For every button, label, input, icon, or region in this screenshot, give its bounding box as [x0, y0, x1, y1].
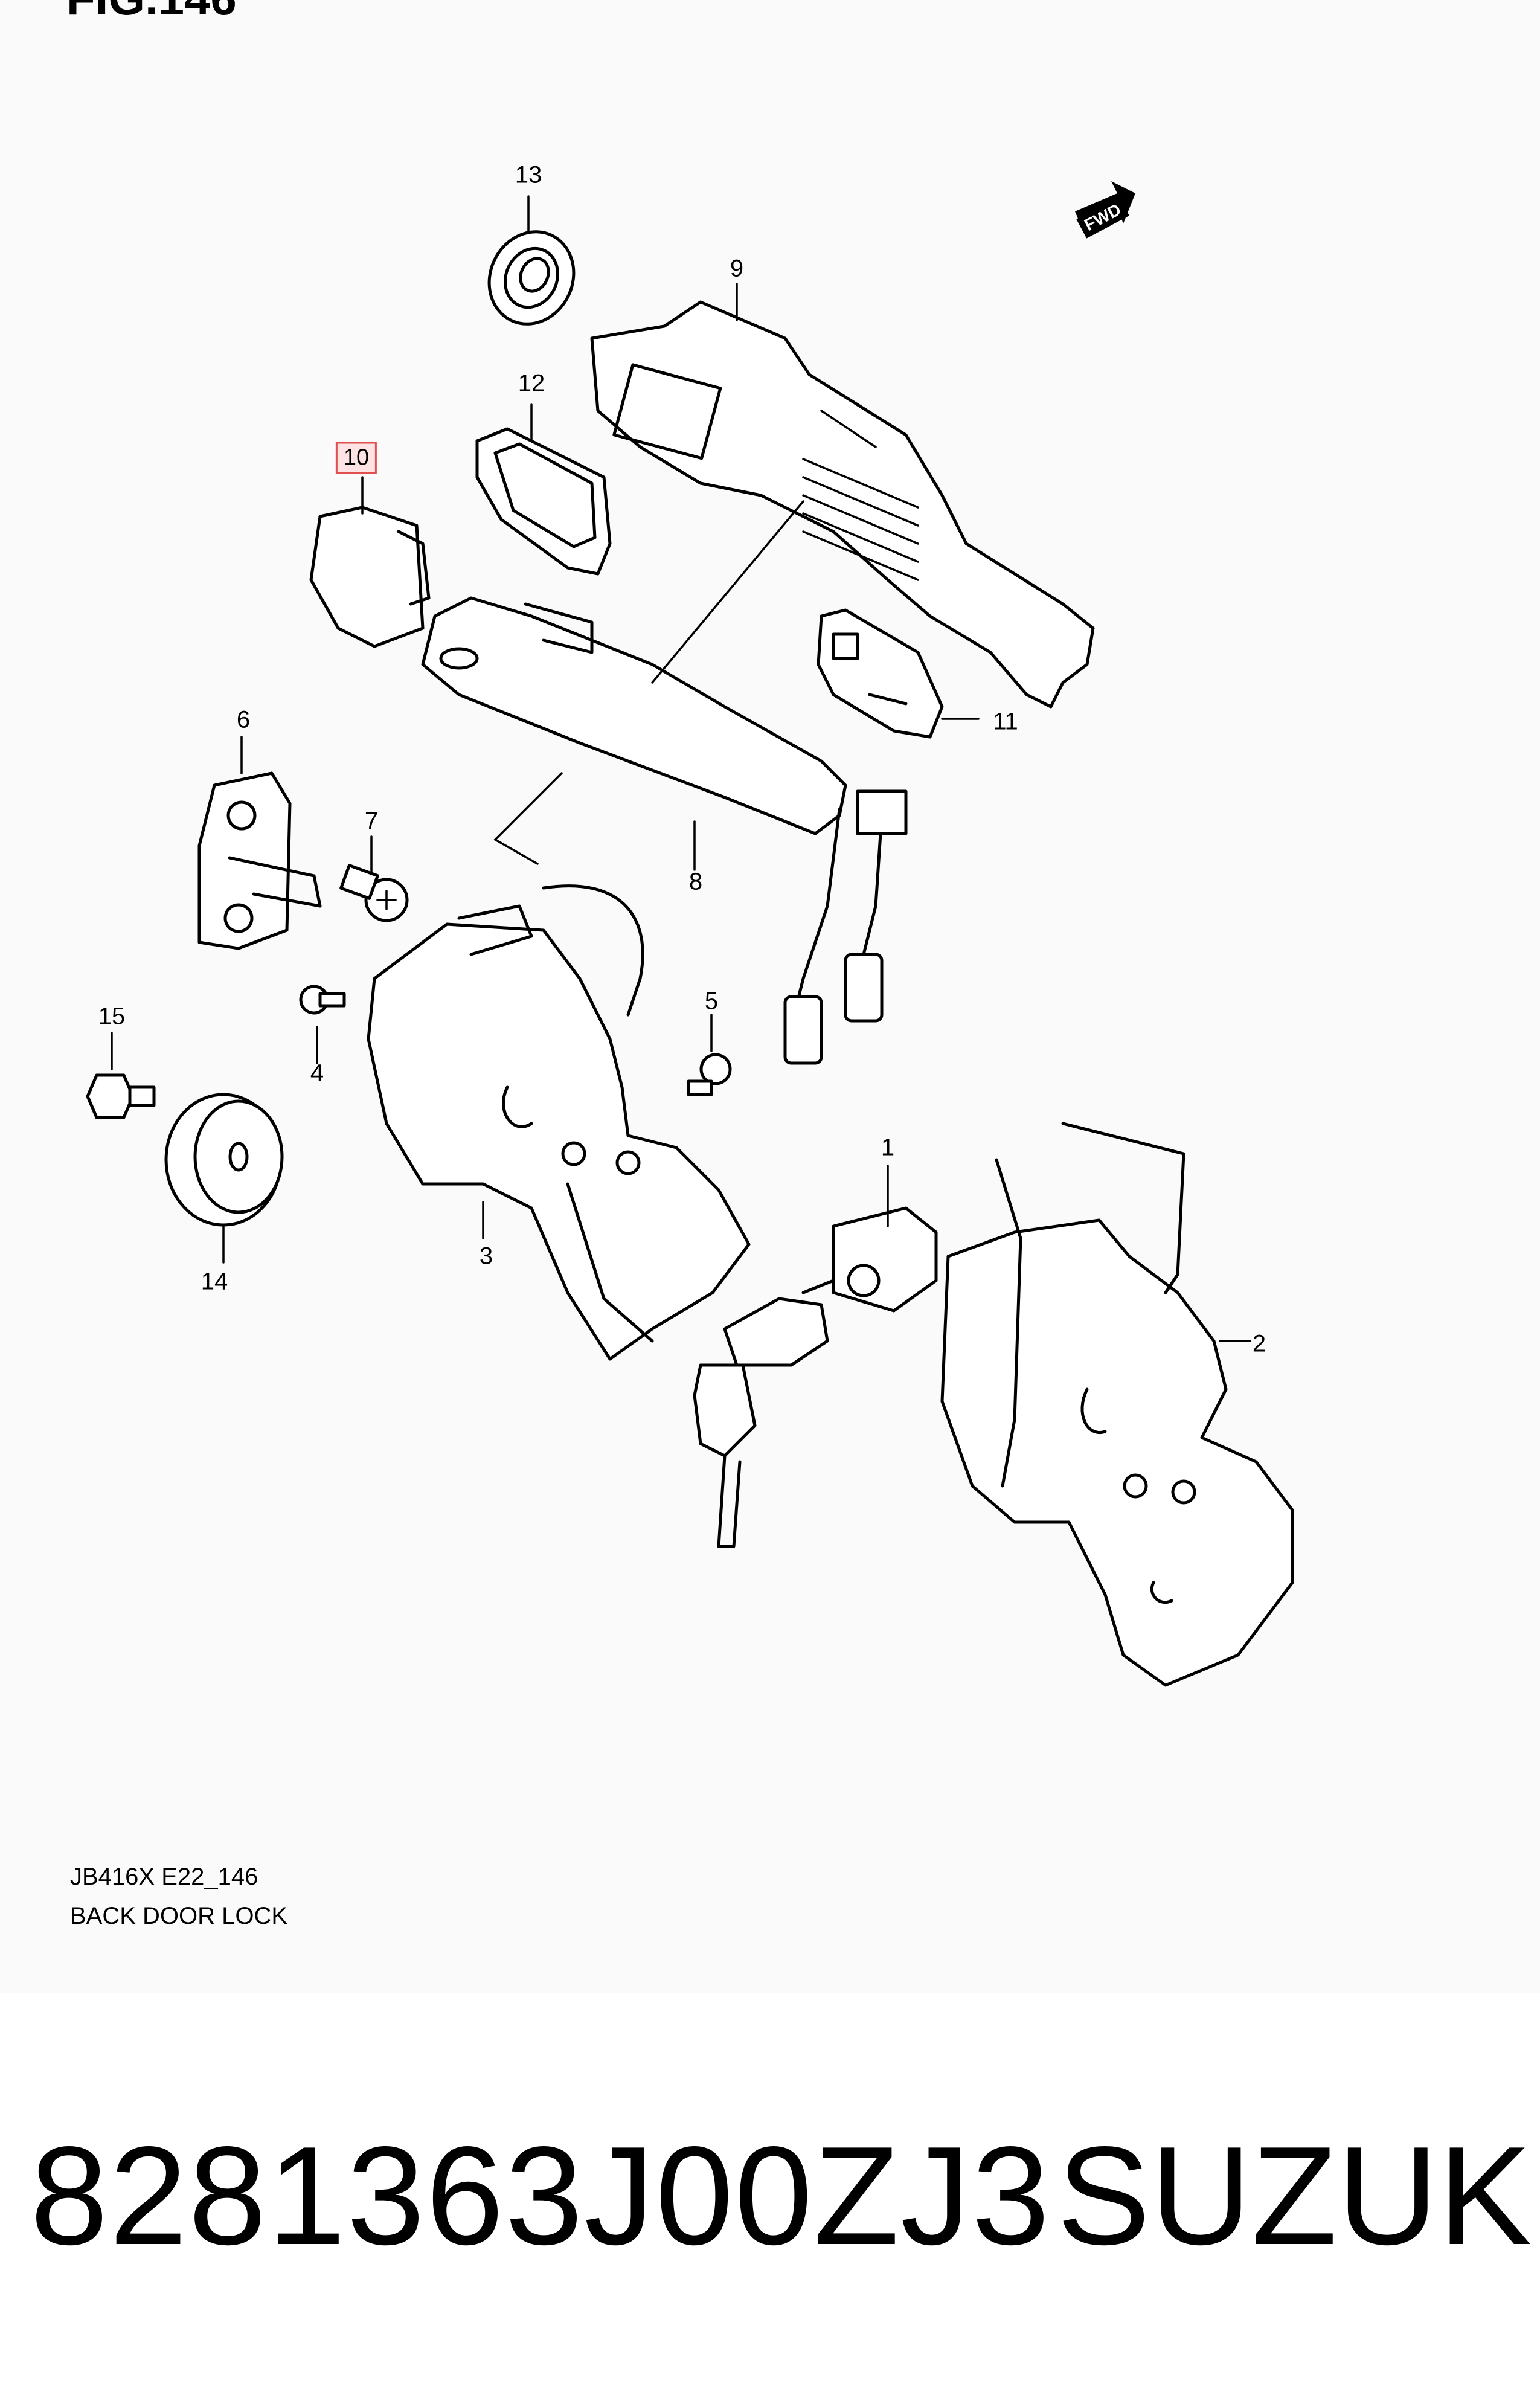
part-1-lock-cylinder: [693, 1206, 938, 1548]
leader-lines: [111, 195, 1251, 1342]
callout-2: 2: [1252, 1330, 1266, 1357]
part-number: 8281363J00ZJ3: [30, 2118, 1051, 2274]
diagram-drawing: [86, 181, 1294, 1687]
diagram-title: BACK DOOR LOCK: [70, 1903, 288, 1929]
parts-diagram: [86, 181, 1294, 1687]
part-7-screw: [339, 864, 409, 922]
part-footer: [0, 1993, 1540, 2392]
part-12-gasket: [475, 427, 612, 576]
diagram-code: JB416X E22_146: [70, 1863, 258, 1890]
callout-1: 1: [881, 1134, 895, 1161]
part-9-handle-base: [590, 300, 1095, 709]
callout-12: 12: [518, 370, 545, 397]
brand-name: SUZUKI: [1057, 2118, 1540, 2274]
part-15-bolt: [86, 1073, 156, 1119]
callout-15: 15: [98, 1003, 126, 1030]
part-8-outer-handle: [421, 596, 908, 1065]
callout-10: 10: [335, 442, 377, 474]
part-14-bumper: [164, 1093, 284, 1227]
part-5-screw: [687, 1053, 732, 1096]
callout-9: 9: [730, 255, 744, 282]
callout-8: 8: [688, 868, 703, 895]
callout-5: 5: [704, 988, 719, 1015]
callout-3: 3: [479, 1243, 493, 1270]
part-4-screw: [299, 985, 346, 1015]
callout-11: 11: [993, 708, 1018, 735]
callout-14: 14: [201, 1268, 228, 1295]
callout-6: 6: [236, 706, 251, 733]
part-13-grommet: [487, 230, 576, 326]
callout-7: 7: [364, 808, 379, 835]
callout-13: 13: [515, 161, 542, 188]
part-3-latch: [367, 884, 751, 1361]
part-11-gasket: [817, 608, 944, 739]
figure-title: FIG.146: [66, 0, 237, 26]
part-6-striker: [197, 771, 322, 950]
part-2-actuator: [940, 1122, 1294, 1687]
part-10-cap: [309, 506, 431, 648]
callout-4: 4: [310, 1059, 324, 1087]
